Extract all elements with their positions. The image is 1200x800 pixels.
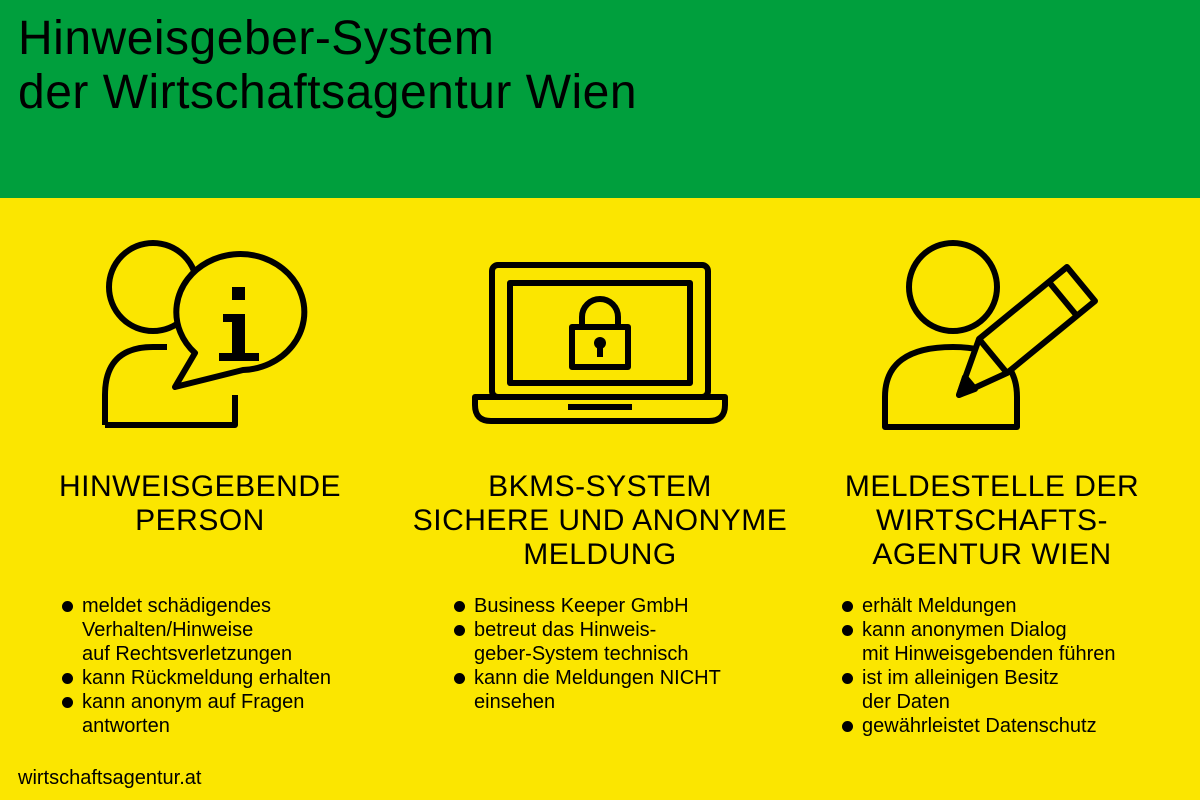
header-bar: Hinweisgeber-System der Wirtschaftsagent… [0, 0, 1200, 198]
person-info-icon [102, 240, 308, 428]
list-item: ist im alleinigen Besitz der Daten [840, 666, 1116, 714]
list-item: betreut das Hinweis- geber-System techni… [452, 618, 721, 666]
footer-url: wirtschaftsagentur.at [18, 767, 202, 789]
column-heading: HINWEISGEBENDE PERSON [58, 470, 342, 537]
list-item: kann anonymen Dialog mit Hinweisgebenden… [840, 618, 1116, 666]
column-heading: MELDESTELLE DER WIRTSCHAFTS- AGENTUR WIE… [844, 470, 1140, 571]
bullet-list: Business Keeper GmbH betreut das Hinweis… [452, 594, 721, 714]
bullet-list: erhält Meldungen kann anonymen Dialog mi… [840, 594, 1116, 738]
bullet-list: meldet schädigendes Verhalten/Hinweise a… [60, 594, 331, 738]
list-item: Business Keeper GmbH [452, 594, 721, 618]
list-item: erhält Meldungen [840, 594, 1116, 618]
column-heading: BKMS-SYSTEM SICHERE UND ANONYME MELDUNG [412, 470, 788, 571]
list-item: kann anonym auf Fragen antworten [60, 690, 331, 738]
title-line-1: Hinweisgeber-System [18, 12, 495, 65]
title-line-2: der Wirtschaftsagentur Wien [18, 66, 638, 119]
laptop-lock-icon [472, 262, 728, 424]
list-item: gewährleistet Datenschutz [840, 714, 1116, 738]
list-item: meldet schädigendes Verhalten/Hinweise a… [60, 594, 331, 666]
list-item: kann die Meldungen NICHT einsehen [452, 666, 721, 714]
page-title: Hinweisgeber-System der Wirtschaftsagent… [18, 12, 637, 120]
list-item: kann Rückmeldung erhalten [60, 666, 331, 690]
person-pencil-icon [882, 240, 1098, 430]
